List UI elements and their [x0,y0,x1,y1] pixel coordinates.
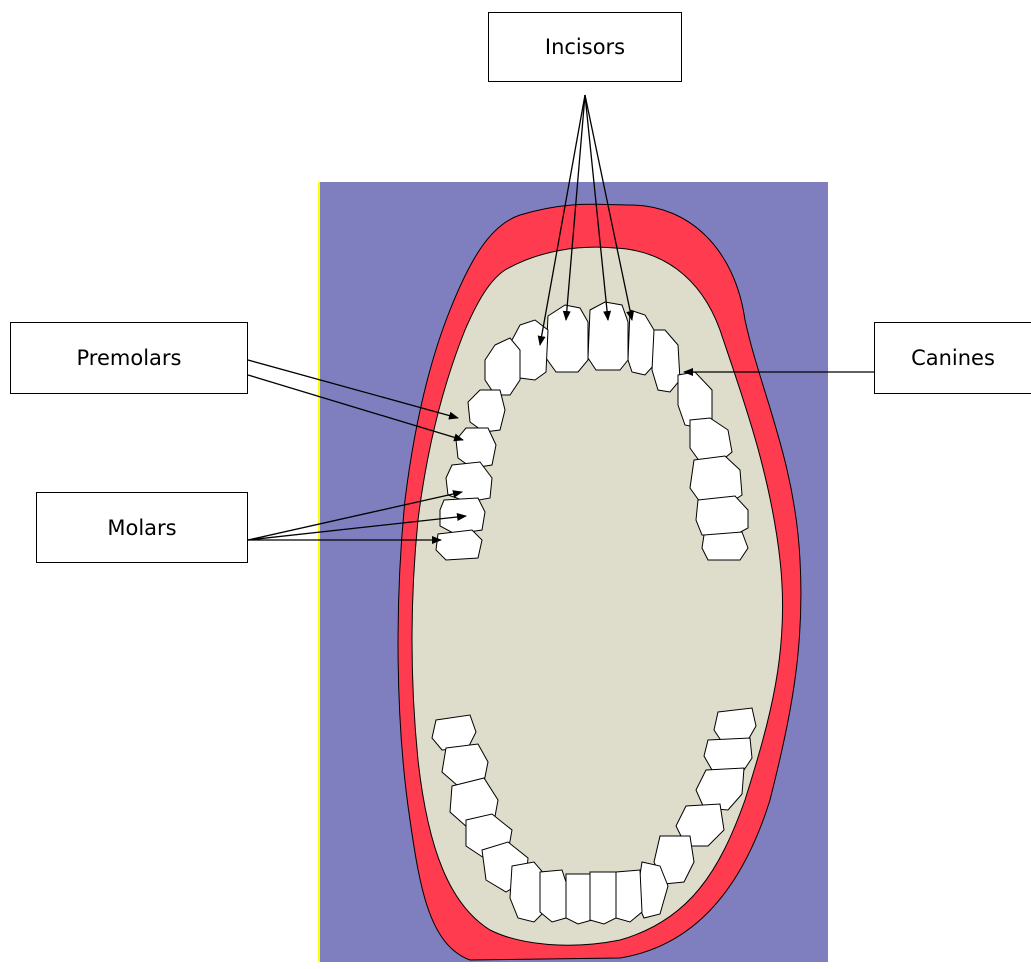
canines-label-text: Canines [911,346,995,370]
tooth [540,870,568,922]
tooth [436,530,482,560]
tooth [446,462,492,502]
tooth [696,496,748,535]
tooth [714,708,756,742]
premolars-label-text: Premolars [77,346,182,370]
canines-label: Canines [874,322,1031,394]
molars-label-text: Molars [107,516,176,540]
incisors-label-text: Incisors [545,35,625,59]
tooth [704,738,752,770]
tooth [590,872,616,924]
tooth [614,870,642,922]
molars-label: Molars [36,492,248,563]
premolars-label: Premolars [10,322,248,394]
tooth [588,302,628,370]
tooth [566,874,592,924]
tooth [702,532,748,560]
incisors-label: Incisors [488,12,682,82]
